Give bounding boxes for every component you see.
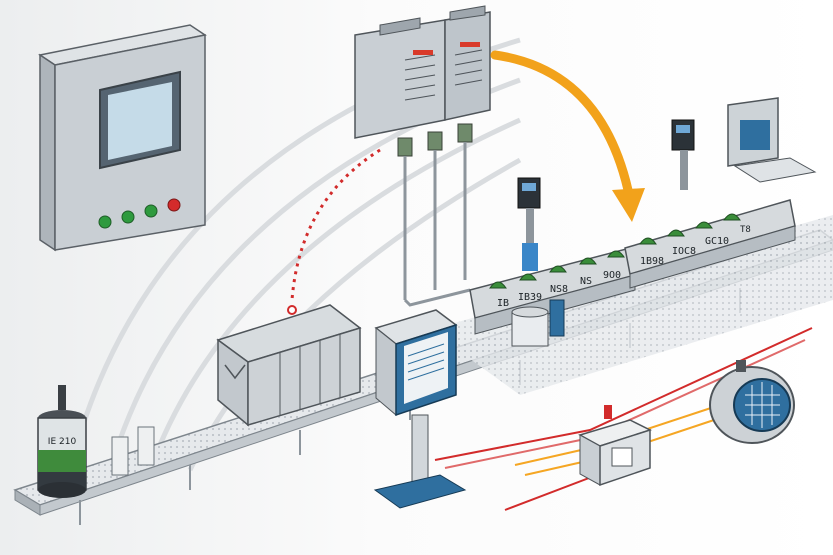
ring-sensor (709, 360, 795, 444)
red-button-icon (167, 198, 181, 212)
hmi-screen (108, 82, 172, 160)
conveyor-label: GC10 (705, 236, 729, 247)
motor: IE 210 (37, 385, 87, 498)
inspection-station (671, 97, 817, 190)
green-button-icon (121, 210, 135, 224)
plc-cabinets (354, 5, 491, 307)
conveyor-label: NS8 (550, 284, 568, 295)
conveyor-label: IB39 (518, 292, 542, 303)
floor-grate (430, 215, 833, 395)
conveyor-section-rear: 1B98 IOC8 GC10 T8 (624, 199, 796, 289)
conveyor-label: 9O0 (603, 270, 621, 281)
camera-sensor (517, 177, 541, 271)
conveyor-label: IB (497, 298, 509, 309)
motor-label: IE 210 (48, 437, 77, 447)
signal-dotted-line (290, 148, 381, 301)
product-container (511, 299, 565, 347)
green-button-icon (98, 215, 112, 229)
green-button-icon (144, 204, 158, 218)
conveyor-label: 1B98 (640, 256, 664, 267)
orange-flow-arrow-icon (490, 50, 645, 222)
signal-node-icon (287, 305, 297, 315)
junction-box (578, 405, 652, 487)
processing-machine (216, 304, 362, 427)
conveyor-label: NS (580, 276, 592, 287)
operator-terminal (373, 309, 467, 509)
sensor-posts (111, 426, 155, 476)
conveyor-label: IOC8 (672, 246, 696, 257)
hmi-control-cabinet (38, 24, 207, 252)
conveyor-label: T8 (740, 225, 751, 235)
